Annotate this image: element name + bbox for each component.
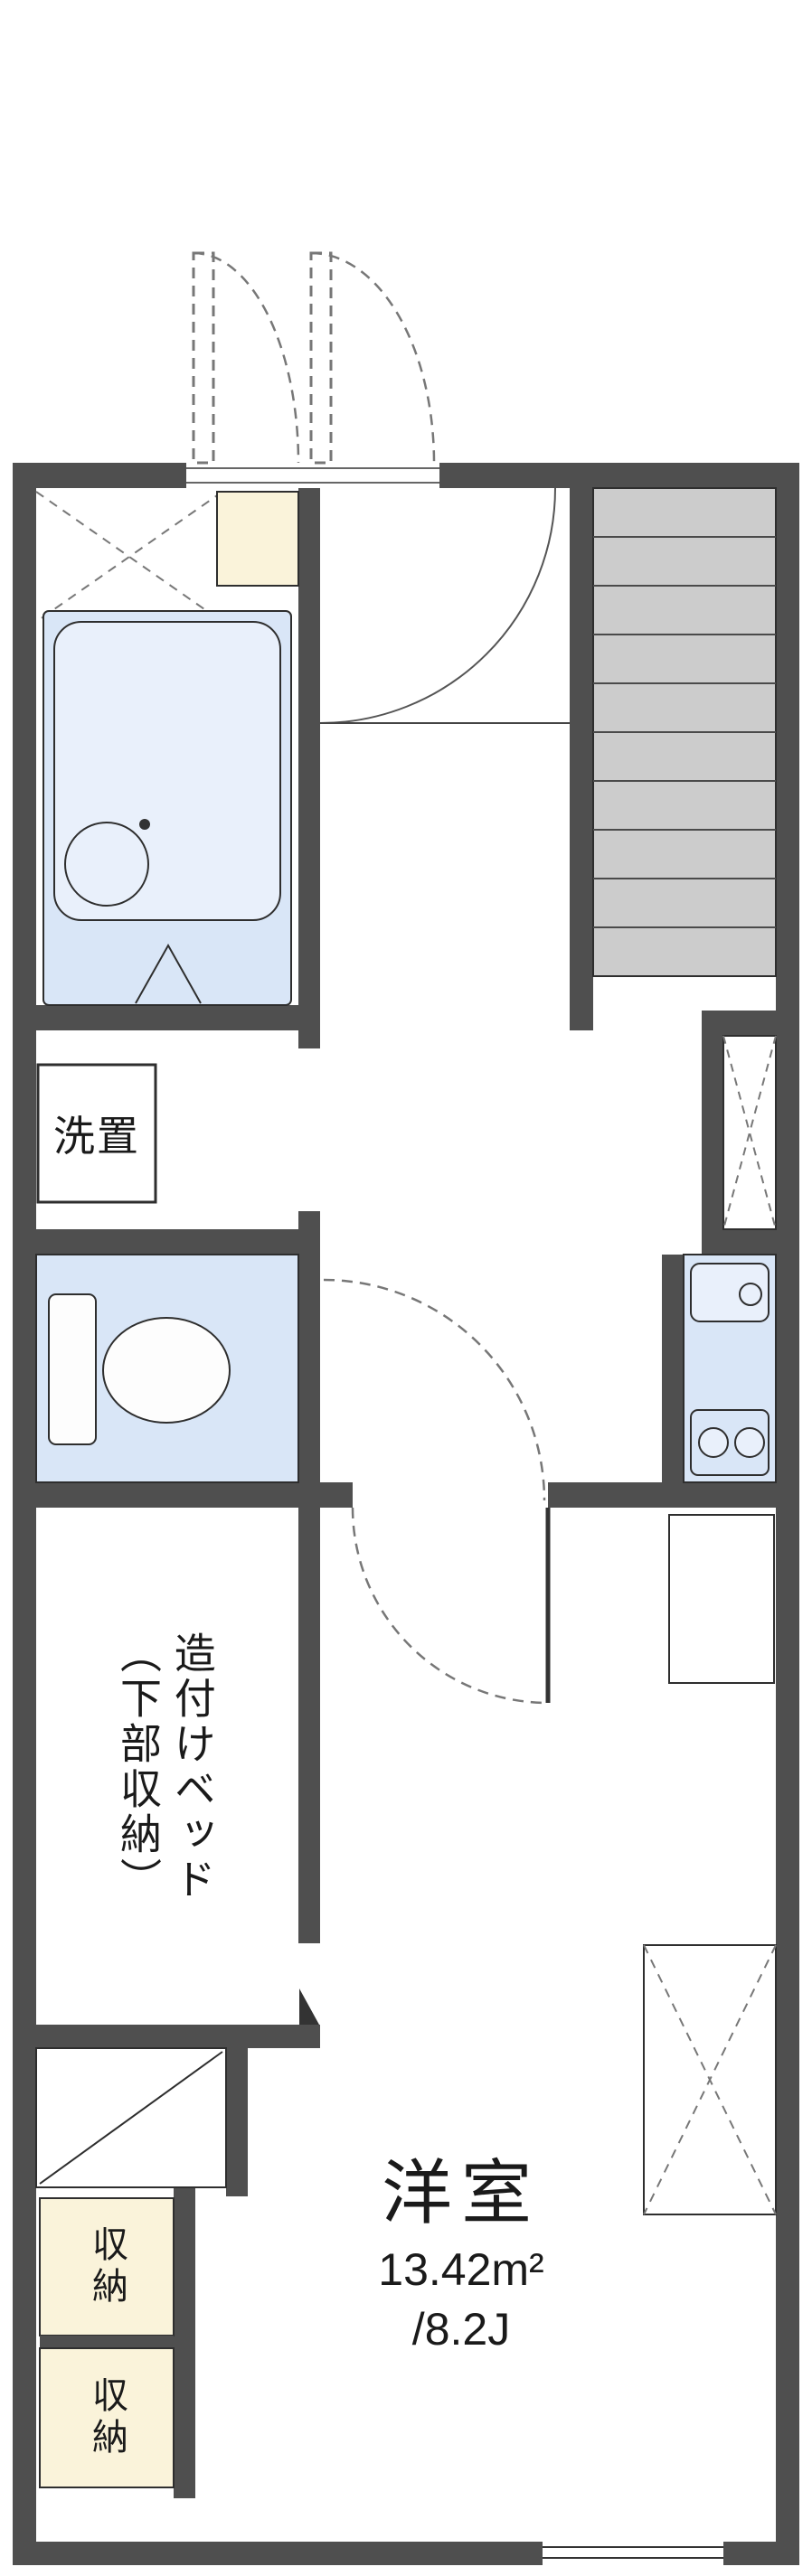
main-room-area-m2: 13.42m² — [378, 2244, 544, 2295]
wall-bottom-left — [13, 2542, 543, 2565]
storage-box-bottom — [39, 2347, 175, 2488]
wall-toilet-bottom — [13, 1482, 353, 1508]
wall-stairs-left — [570, 488, 593, 1030]
fridge-space — [668, 1514, 775, 1684]
wall-top-right — [439, 463, 799, 488]
bath-drain-dot — [139, 819, 150, 830]
genkan-door-arc — [319, 487, 556, 724]
entrance-threshold-line — [186, 467, 439, 484]
built-in-bed-label: 造付けベッド （下部収納） — [115, 1631, 216, 1903]
wall-outer-right — [776, 463, 799, 2565]
bottom-window — [543, 2546, 723, 2559]
closet-diagonal-line — [39, 2051, 223, 2185]
wall-bottom-right — [723, 2542, 799, 2565]
toilet-bowl — [102, 1317, 231, 1424]
understairs-closet-x-marks — [722, 1035, 777, 1230]
entry-door-leaf-right — [309, 251, 333, 465]
entry-door-arc-left — [193, 251, 300, 464]
stairs-steps — [593, 536, 776, 928]
entry-door-leaf-left — [192, 251, 215, 465]
washroom-door-arc — [323, 1278, 546, 1501]
washer-space-box — [36, 1063, 157, 1204]
washer-space-label: 洗置 — [53, 1113, 140, 1160]
bath-closet-x-marks — [35, 491, 223, 623]
main-room-x-marks — [643, 1944, 777, 2215]
storage-bottom-label: 収納 — [87, 2376, 127, 2459]
wall-closet-right-stub — [226, 2025, 248, 2196]
wall-kitchen-left — [662, 1255, 684, 1508]
bath-washbowl-circle — [64, 822, 149, 907]
wall-understairs-top — [702, 1011, 799, 1036]
kitchen-faucet — [739, 1283, 762, 1306]
kitchen-sink — [690, 1263, 770, 1322]
stove-burner-right — [734, 1427, 765, 1458]
wall-washroom-bottom — [13, 1229, 320, 1255]
main-room-name: 洋室 — [381, 2153, 541, 2233]
main-room-area-jo: /8.2J — [411, 2304, 511, 2355]
shoe-cabinet — [216, 491, 299, 587]
bed-opening-marker — [299, 1988, 319, 2025]
storage-divider-wall — [40, 2336, 174, 2348]
stove-burner-left — [698, 1427, 729, 1458]
bath-folding-door-mark — [135, 943, 202, 1004]
toilet-tank — [48, 1293, 97, 1445]
wall-left-column-upper — [298, 488, 320, 1048]
storage-top-label: 収納 — [87, 2225, 127, 2308]
wall-left-column-lower — [298, 1211, 320, 1943]
wall-top-left — [13, 463, 186, 488]
storage-box-top — [39, 2197, 175, 2336]
wall-bath-bottom — [13, 1005, 320, 1030]
wall-understairs-left — [702, 1036, 723, 1229]
window-gap — [543, 2542, 723, 2565]
main-room-door-arc — [351, 1507, 549, 1705]
wall-bed-bottom — [13, 2025, 320, 2048]
entry-door-arc-right — [310, 251, 436, 464]
wall-kitchen-top — [702, 1229, 799, 1255]
wall-outer-left — [13, 463, 36, 2565]
kitchen-stove — [690, 1409, 770, 1476]
wall-storage-right — [174, 2187, 195, 2498]
